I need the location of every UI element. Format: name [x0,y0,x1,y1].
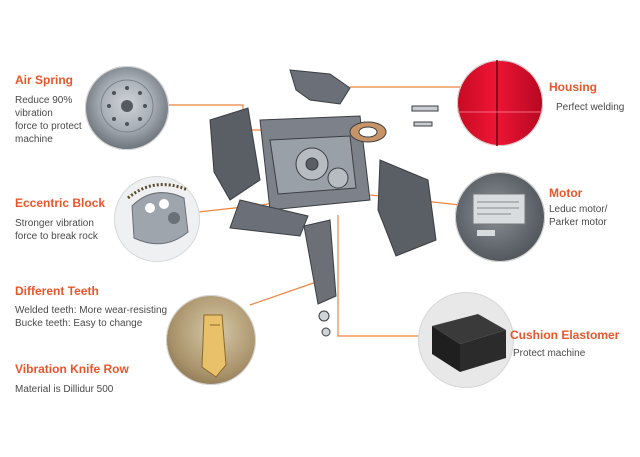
cushion-elastomer-title: Cushion Elastomer [510,328,620,342]
vibration-knife-row-desc: Material is Dillidur 500 [15,384,114,395]
bucket-tooth-shape [201,314,227,378]
left-side-plate-part [209,107,261,201]
eccentric-block-photo [114,176,200,262]
air-spring-title: Air Spring [15,73,74,87]
different-teeth-desc: Welded teeth: More wear-resisting Bucke … [15,305,168,329]
air-spring-photo [85,66,169,150]
exploded-assembly-diagram [209,69,439,337]
top-bracket-part [289,69,351,105]
bolt-part [318,310,330,322]
motor-photo [455,172,545,262]
housing-weld-seam [457,60,543,146]
housing-photo [457,60,543,146]
motor-title: Motor [549,186,583,200]
different-teeth-title: Different Teeth [15,284,99,298]
housing-title: Housing [549,80,597,94]
leader-line-different-teeth [249,279,323,306]
right-side-plate-part [377,159,437,257]
leader-line-cushion [337,215,433,337]
eccentric-block-desc: Stronger vibration force to break rock [15,218,98,242]
eccentric-block-shape [127,183,189,245]
air-spring-bolt-pattern [100,79,154,133]
lower-bracket-part [229,199,309,237]
motor-nameplate [472,193,526,236]
eccentric-block-title: Eccentric Block [15,196,106,210]
pin-part [411,105,439,112]
teeth-photo [166,295,256,385]
cushion-elastomer-photo [418,292,514,388]
cushion-block-shape [432,314,506,372]
motor-desc: Leduc motor/ Parker motor [549,204,608,228]
housing-desc: Perfect welding [556,102,625,113]
knife-row-part [303,219,337,305]
cushion-elastomer-desc: Protect machine [513,348,586,359]
air-spring-desc: Reduce 90% vibration force to protect ma… [15,95,82,145]
vibration-knife-row-title: Vibration Knife Row [15,362,129,376]
